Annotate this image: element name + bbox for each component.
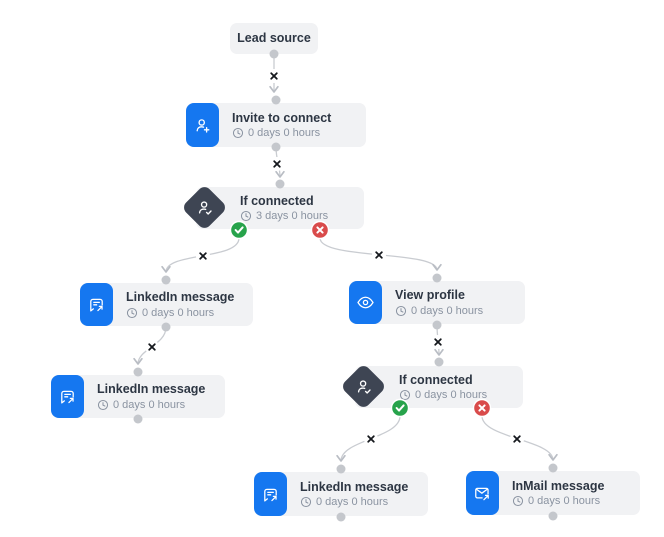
node-title: View profile bbox=[395, 288, 465, 303]
node-view-profile[interactable]: View profile 0 days 0 hours bbox=[349, 281, 525, 324]
edge-x-icon[interactable] bbox=[267, 69, 281, 83]
edge-x-icon[interactable] bbox=[364, 432, 378, 446]
node-linkedin-message-1[interactable]: LinkedIn message 0 days 0 hours bbox=[80, 283, 253, 326]
node-delay: 0 days 0 hours bbox=[232, 127, 331, 139]
port-out-invite-to-connect[interactable] bbox=[271, 142, 281, 152]
node-delay: 0 days 0 hours bbox=[300, 496, 408, 508]
node-title: If connected bbox=[399, 372, 473, 387]
node-delay-text: 3 days 0 hours bbox=[256, 210, 329, 223]
node-inmail-message[interactable]: InMail message 0 days 0 hours bbox=[466, 471, 640, 515]
user-plus-icon bbox=[186, 103, 219, 147]
node-delay-text: 0 days 0 hours bbox=[415, 389, 488, 402]
clock-icon bbox=[126, 307, 138, 318]
clock-icon bbox=[399, 390, 411, 401]
node-delay: 0 days 0 hours bbox=[395, 305, 483, 317]
clock-icon bbox=[395, 305, 407, 316]
node-delay: 0 days 0 hours bbox=[97, 399, 205, 411]
port-out-view-profile[interactable] bbox=[432, 320, 442, 330]
node-delay-text: 0 days 0 hours bbox=[142, 306, 215, 319]
clock-icon bbox=[232, 128, 244, 139]
branch-yes-check-icon[interactable] bbox=[229, 220, 249, 240]
node-delay-text: 0 days 0 hours bbox=[248, 127, 321, 140]
node-title: InMail message bbox=[512, 478, 605, 493]
edge-x-icon[interactable] bbox=[510, 432, 524, 446]
port-out-linkedin-message-1[interactable] bbox=[161, 322, 171, 332]
node-lead-source[interactable]: Lead source bbox=[230, 23, 318, 54]
port-out-inmail-message[interactable] bbox=[548, 511, 558, 521]
edge-x-icon[interactable] bbox=[372, 248, 386, 262]
node-title: LinkedIn message bbox=[126, 290, 235, 305]
port-in-if-connected-1[interactable] bbox=[275, 179, 285, 189]
node-title: Lead source bbox=[237, 31, 311, 46]
node-delay-text: 0 days 0 hours bbox=[528, 495, 601, 508]
node-delay-text: 0 days 0 hours bbox=[411, 304, 484, 317]
node-title: LinkedIn message bbox=[97, 382, 206, 397]
port-in-invite-to-connect[interactable] bbox=[271, 95, 281, 105]
node-title: If connected bbox=[240, 193, 314, 208]
port-out-lead-source[interactable] bbox=[269, 49, 279, 59]
node-delay: 3 days 0 hours bbox=[240, 210, 328, 222]
clock-icon bbox=[512, 496, 524, 507]
chat-arrow-icon bbox=[80, 283, 113, 326]
branch-no-x-icon[interactable] bbox=[310, 220, 330, 240]
clock-icon bbox=[240, 211, 252, 222]
node-delay: 0 days 0 hours bbox=[512, 495, 604, 507]
edge-x-icon[interactable] bbox=[145, 340, 159, 354]
eye-icon bbox=[349, 281, 382, 324]
mail-arrow-icon bbox=[466, 471, 499, 515]
port-out-linkedin-message-2[interactable] bbox=[133, 414, 143, 424]
edge-x-icon[interactable] bbox=[196, 249, 210, 263]
node-delay-text: 0 days 0 hours bbox=[316, 496, 389, 509]
port-out-linkedin-message-3[interactable] bbox=[336, 512, 346, 522]
branch-no-x-icon[interactable] bbox=[472, 398, 492, 418]
port-in-view-profile[interactable] bbox=[432, 273, 442, 283]
node-if-connected-2[interactable]: If connected 0 days 0 hours bbox=[340, 363, 523, 410]
user-check-icon bbox=[181, 184, 228, 231]
node-delay: 0 days 0 hours bbox=[399, 389, 487, 401]
edge-x-icon[interactable] bbox=[270, 157, 284, 171]
port-in-linkedin-message-1[interactable] bbox=[161, 275, 171, 285]
node-title: LinkedIn message bbox=[300, 479, 409, 494]
node-invite-to-connect[interactable]: Invite to connect 0 days 0 hours bbox=[186, 103, 366, 147]
user-check-icon bbox=[340, 363, 387, 410]
node-linkedin-message-3[interactable]: LinkedIn message 0 days 0 hours bbox=[254, 472, 428, 516]
chat-arrow-icon bbox=[254, 472, 287, 516]
node-delay: 0 days 0 hours bbox=[126, 307, 234, 319]
port-in-if-connected-2[interactable] bbox=[434, 357, 444, 367]
node-delay-text: 0 days 0 hours bbox=[113, 398, 186, 411]
branch-yes-check-icon[interactable] bbox=[390, 398, 410, 418]
port-in-linkedin-message-3[interactable] bbox=[336, 464, 346, 474]
node-if-connected-1[interactable]: If connected 3 days 0 hours bbox=[181, 184, 364, 231]
chat-arrow-icon bbox=[51, 375, 84, 418]
clock-icon bbox=[97, 399, 109, 410]
clock-icon bbox=[300, 497, 312, 508]
port-in-linkedin-message-2[interactable] bbox=[133, 367, 143, 377]
edge-x-icon[interactable] bbox=[431, 335, 445, 349]
port-in-inmail-message[interactable] bbox=[548, 463, 558, 473]
node-title: Invite to connect bbox=[232, 110, 332, 125]
node-linkedin-message-2[interactable]: LinkedIn message 0 days 0 hours bbox=[51, 375, 225, 418]
